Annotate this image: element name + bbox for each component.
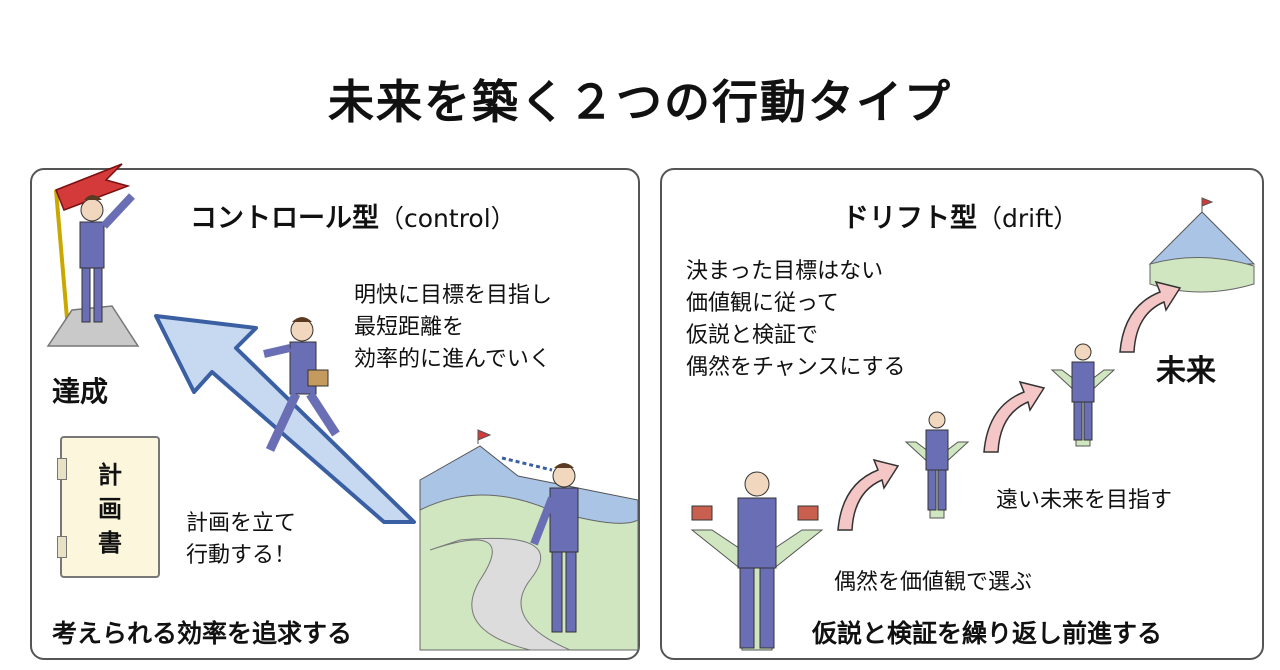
control-description: 明快に目標を目指し 最短距離を 効率的に進んでいく [354, 283, 553, 372]
businessman-icon [79, 193, 135, 323]
panel-control: コントロール型（control） 達成 明快に目標を目指し 最短距離を 効率的に… [30, 163, 640, 660]
crossroads-icon [904, 411, 970, 519]
hinge-icon [57, 458, 67, 480]
page-title: 未来を築く２つの行動タイプ [328, 75, 952, 129]
crossroads-icon [690, 471, 824, 651]
future-label: 未来 [1156, 354, 1216, 389]
businessman-icon [530, 463, 579, 633]
control-heading-label: コントロール型 [190, 203, 379, 234]
control-heading: コントロール型（control） [190, 196, 516, 235]
panel-drift: ドリフト型（drift） 決まった目標はない 価値観に従って 仮説と検証で 偶然… [660, 168, 1264, 660]
curved-arrow-icon [1119, 280, 1182, 353]
mountain-icon [419, 429, 639, 651]
control-bottom-text: 考えられる効率を追求する [52, 619, 353, 648]
crossroads-icon [1050, 343, 1116, 447]
hinge-icon [57, 536, 67, 558]
drift-heading: ドリフト型（drift） [842, 196, 1078, 235]
drift-heading-label: ドリフト型 [842, 203, 977, 234]
businessman-icon [263, 317, 340, 452]
plan-text: 計画を立て 行動する！ [186, 511, 297, 568]
curved-arrow-icon [837, 458, 900, 531]
drift-bottom-text: 仮説と検証を繰り返し前進する [812, 619, 1163, 648]
mountain-icon [1148, 197, 1256, 293]
curved-arrow-icon [983, 380, 1046, 453]
drift-description: 決まった目標はない 価値観に従って 仮説と検証で 偶然をチャンスにする [686, 259, 906, 380]
choose-text: 偶然を価値観で選ぶ [834, 570, 1033, 595]
goal-label: 達成 [52, 375, 109, 408]
control-heading-sub: （control） [379, 204, 516, 233]
far-future-text: 遠い未来を目指す [996, 488, 1173, 513]
flag-icon [46, 163, 140, 347]
document-label: 計 画 書 [98, 461, 122, 557]
drift-heading-sub: （drift） [977, 204, 1079, 233]
document-icon: 計 画 書 [57, 436, 160, 578]
